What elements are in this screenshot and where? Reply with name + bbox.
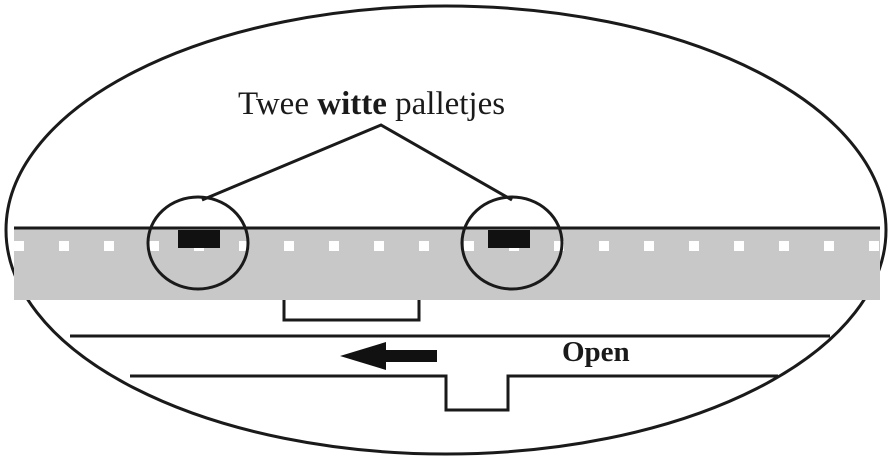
bracket-below-track: [282, 300, 421, 322]
track-band: [14, 228, 880, 300]
black-marker-icon: [178, 230, 220, 248]
callout-word-before: Twee: [238, 86, 309, 122]
black-marker-icon: [488, 230, 530, 248]
outer-ellipse: [4, 4, 888, 456]
highlight-circle-left: [146, 195, 250, 291]
callout-word-bold: witte: [317, 86, 387, 122]
notched-line: [130, 374, 778, 412]
highlight-circle-right: [460, 195, 564, 291]
direction-label: Open: [562, 336, 630, 368]
callout-word-after: palletjes: [395, 86, 506, 122]
callout-leader-lines: [201, 123, 513, 202]
arrow-left-icon: [340, 342, 437, 370]
callout-label: Twee witte palletjes: [238, 88, 505, 121]
